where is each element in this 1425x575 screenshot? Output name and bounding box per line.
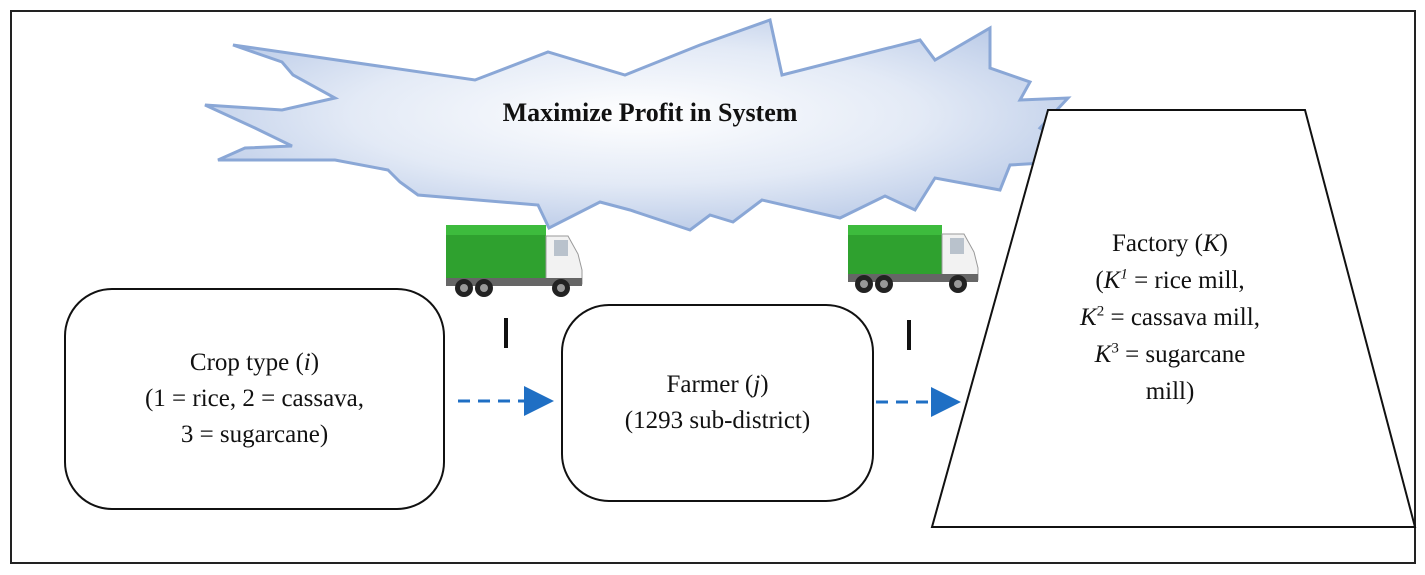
truck-bar-left xyxy=(504,318,508,348)
factory-k1: (K1 = rice mill, xyxy=(1095,266,1245,294)
farmer-box: Farmer (j) (1293 sub-district) xyxy=(561,304,874,502)
factory-shape xyxy=(930,109,1417,528)
farmer-heading: Farmer (j) xyxy=(666,371,769,398)
factory-k2: K2 = cassava mill, xyxy=(1080,303,1260,331)
crop-type-heading: Crop type (i) xyxy=(189,349,320,376)
factory-heading: Factory (K) xyxy=(1112,230,1228,257)
factory-label: Factory (K) (K1 = rice mill, K2 = cassav… xyxy=(1010,225,1330,410)
crop-type-options-cont: 3 = sugarcane) xyxy=(180,421,329,448)
crop-type-box: Crop type (i) (1 = rice, 2 = cassava, 3 … xyxy=(64,288,445,510)
truck-icon xyxy=(848,225,979,293)
truck-icon xyxy=(446,225,583,297)
truck-bar-right xyxy=(907,320,911,350)
cloud-shape xyxy=(204,18,1072,232)
diagram-frame xyxy=(10,10,1416,564)
factory-k3-cont: mill) xyxy=(1145,378,1195,405)
diagram-title: Maximize Profit in System xyxy=(502,98,798,127)
crop-type-options: (1 = rice, 2 = cassava, xyxy=(144,385,365,412)
factory-k3: K3 = sugarcane xyxy=(1094,340,1246,368)
farmer-count: (1293 sub-district) xyxy=(624,407,811,434)
